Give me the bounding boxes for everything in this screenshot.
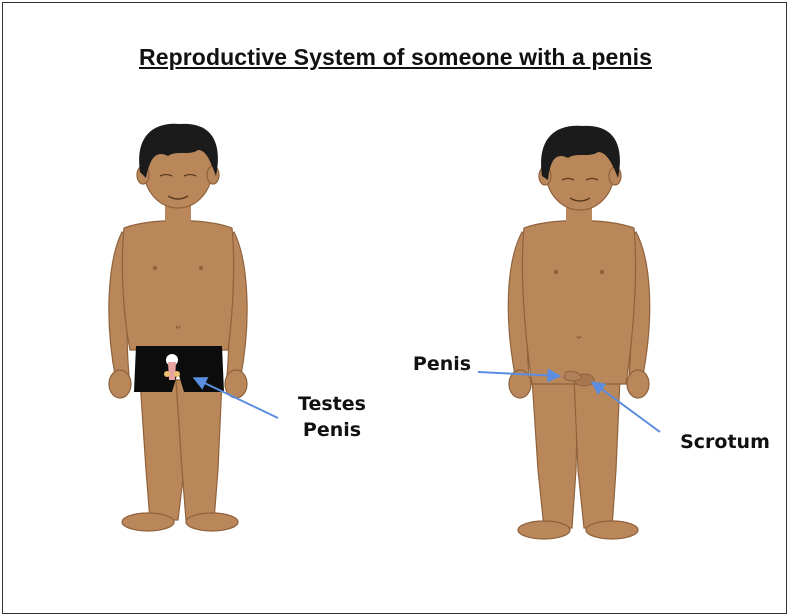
right-figure [508, 126, 649, 539]
left-figure [109, 124, 247, 531]
left-figure-foot-right [186, 513, 238, 531]
left-figure-foot-left [122, 513, 174, 531]
right-figure-foot-right [586, 521, 638, 539]
label-penis-right: Penis [410, 352, 474, 376]
label-testes: Testes [290, 392, 374, 416]
right-figure-foot-left [518, 521, 570, 539]
left-figure-torso [122, 221, 233, 351]
right-figure-torso [522, 221, 635, 385]
label-penis-left: Penis [290, 418, 374, 442]
label-scrotum: Scrotum [670, 430, 780, 454]
right-figure-legs [532, 378, 578, 528]
